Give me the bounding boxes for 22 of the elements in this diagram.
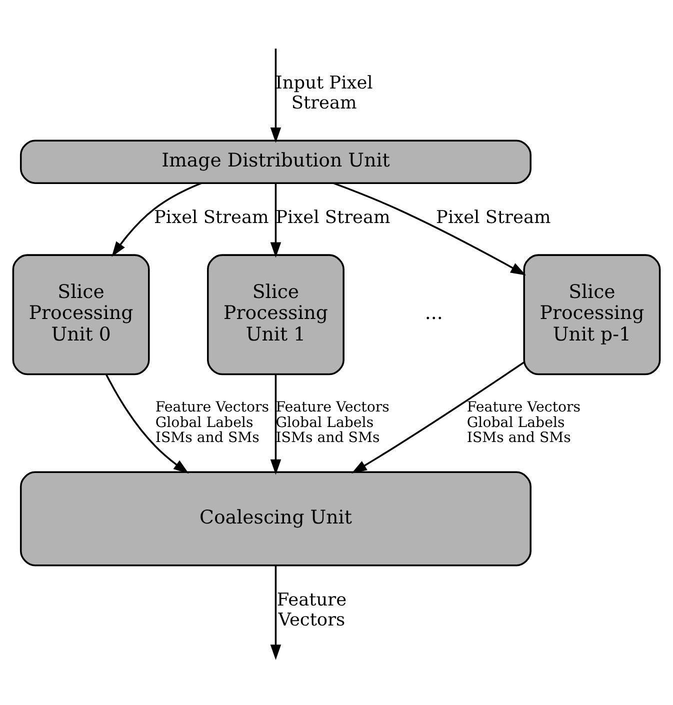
edge-label: Pixel Stream [276, 208, 390, 228]
edge-label: Feature Vectors [276, 590, 347, 630]
edge-label: Pixel Stream [436, 208, 551, 228]
node-box: Slice Processing Unit 1 [207, 254, 344, 375]
arrow [270, 182, 282, 258]
edge-label: Input Pixel Stream [275, 73, 373, 114]
arrow [112, 182, 202, 256]
arrow [333, 182, 526, 275]
node-box: Image Distribution Unit [20, 139, 532, 184]
edge-label: Feature Vectors Global Labels ISMs and SMs [276, 399, 390, 446]
arrow [105, 374, 189, 474]
arrow [270, 565, 282, 660]
node-box: Coalescing Unit [20, 470, 532, 566]
arrow [352, 361, 525, 473]
node-box: Slice Processing Unit p-1 [523, 254, 661, 375]
arrow [270, 48, 282, 142]
label: ... [424, 302, 443, 324]
edge-label: Feature Vectors Global Labels ISMs and SMs [155, 399, 270, 446]
arrow [270, 374, 282, 474]
edge-label: Pixel Stream [154, 208, 269, 228]
edge-label: Feature Vectors Global Labels ISMs and SMs [466, 399, 581, 446]
node-box: Slice Processing Unit 0 [12, 254, 150, 375]
